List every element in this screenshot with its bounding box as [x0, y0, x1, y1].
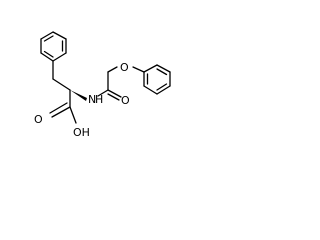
- amide-c-o-double-bond-a: [107, 89, 122, 98]
- ether-oxygen-label: O: [120, 61, 129, 74]
- hydroxyl-label: OH: [73, 126, 90, 139]
- amide-carbonyl-oxygen-label: O: [121, 94, 130, 107]
- amide-bonds: [97, 66, 145, 101]
- ch2-to-ether-o-bond: [107, 66, 118, 73]
- phenoxy-phenyl-ring: [143, 64, 171, 95]
- amide-c-o-double-bond-b: [107, 93, 120, 101]
- ether-o-to-phenyl-bond: [132, 66, 145, 73]
- acid-carbonyl-oxygen-label: O: [34, 113, 43, 126]
- nh-to-carbonyl-bond: [97, 89, 109, 97]
- backbone-bonds: [49, 60, 77, 124]
- phenoxyacetyl-phenylalanine-structure: O OH N H O O: [34, 31, 171, 139]
- alpha-carbon-wedge-bond: [70, 90, 87, 101]
- amide-hydrogen-label: H: [95, 93, 103, 106]
- carboxyl-c-oh-bond: [69, 106, 77, 124]
- amide-nitrogen-label: N: [88, 93, 96, 106]
- benzyl-phenyl-ring: [40, 31, 67, 62]
- carboxyl-c-o-double-bond-a: [51, 106, 71, 118]
- ch2-to-alpha-carbon-bond: [52, 78, 71, 91]
- carboxyl-c-o-double-bond-b: [49, 102, 68, 114]
